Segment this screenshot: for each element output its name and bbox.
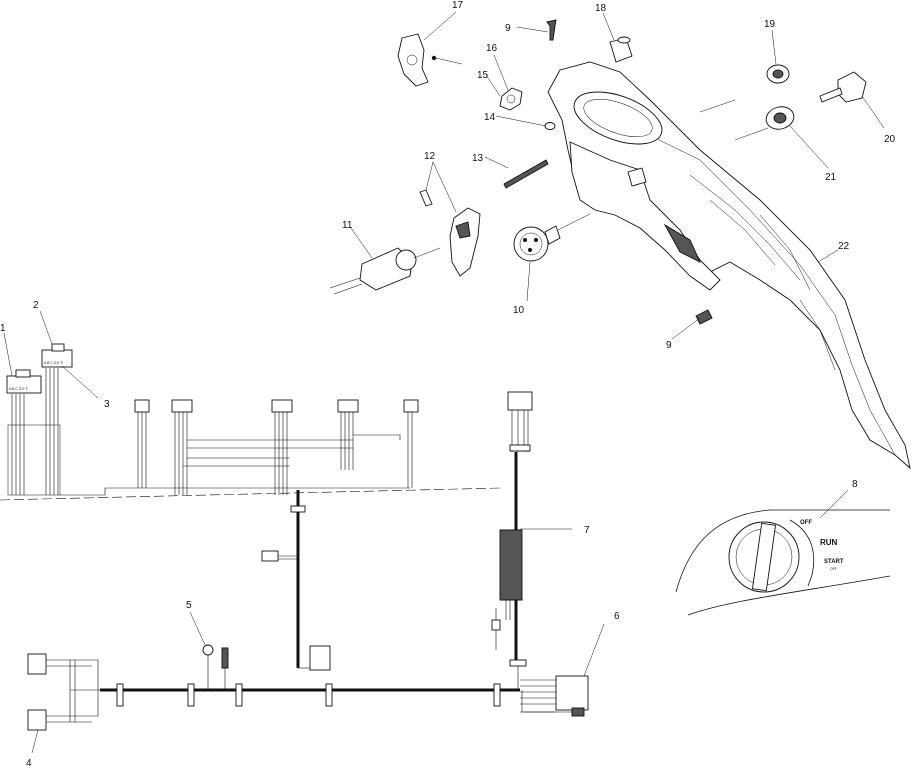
callout-9-top: 9 [505,23,511,34]
callout-7: 7 [584,525,590,536]
callout-21: 21 [825,172,837,183]
callout-9-bottom: 9 [666,340,672,351]
rod [503,159,549,189]
callout-22: 22 [838,241,850,252]
ignition-switch-detail: OFF RUN START OFF [675,509,891,616]
lock-nut [499,87,523,111]
callout-8: 8 [852,479,858,490]
bracket-tab [627,167,647,187]
trunk-connector [309,645,331,671]
callout-19: 19 [764,19,776,30]
top-connectors [134,399,419,495]
ignition-key [837,71,867,103]
connector-7-top [507,391,533,411]
gauge-housing [573,91,663,145]
gauge-opening [583,99,653,137]
bracket-slot [663,223,701,263]
connector-d [337,399,359,413]
switch-label-run: RUN [820,538,838,547]
switch-label-start: START [824,559,844,565]
connector-b [171,399,193,413]
connector-4-upper [27,653,47,675]
callout-3: 3 [104,399,110,410]
callout-14: 14 [484,112,496,123]
screw-bottom [695,309,713,325]
dash-panel-assembly [547,61,911,470]
connector-6 [555,675,589,711]
callout-numbers: 1 2 3 4 5 6 7 8 9 9 10 11 12 13 14 15 16… [0,0,896,766]
callout-6: 6 [614,611,620,622]
spade-terminal [221,647,229,669]
callout-4: 4 [26,758,32,766]
connector-a [134,399,150,413]
callout-13: 13 [472,153,484,164]
switch-label-off: OFF [800,520,812,526]
screw-top [546,19,557,41]
connector-2-pins: A B C D E F [44,361,63,365]
callout-11: 11 [342,220,353,231]
clip-bracket [397,33,429,87]
leader-lines [3,11,885,754]
connector-e [403,399,419,413]
washer [544,122,556,130]
roll-pin [419,189,433,207]
dash-cover-inner-edge [654,137,896,456]
wiring-harness: A B C D E F A B C D E F [0,343,589,731]
callout-18: 18 [595,3,607,14]
callout-17: 17 [452,0,464,11]
connector-1-pins: A B C D E F [9,387,28,391]
ring-terminal [202,644,214,656]
switch-label-start-sub: OFF [830,567,837,571]
callout-15: 15 [477,70,489,81]
callout-1: 1 [0,323,6,334]
clip-screw [431,55,437,61]
ignition-switch-body [513,226,549,262]
callout-5: 5 [186,600,192,611]
callout-10: 10 [513,305,525,316]
branch-connector [261,550,279,562]
connector-4-lower [27,709,47,731]
callout-16: 16 [486,43,498,54]
dash-cover-ribs [689,174,836,371]
switch-knob [449,207,481,277]
callout-20: 20 [884,134,896,145]
small-parts [329,19,867,325]
callout-12: 12 [424,151,436,162]
connector-c [271,399,293,413]
callout-2: 2 [33,300,39,311]
fuse-holder [499,529,523,601]
